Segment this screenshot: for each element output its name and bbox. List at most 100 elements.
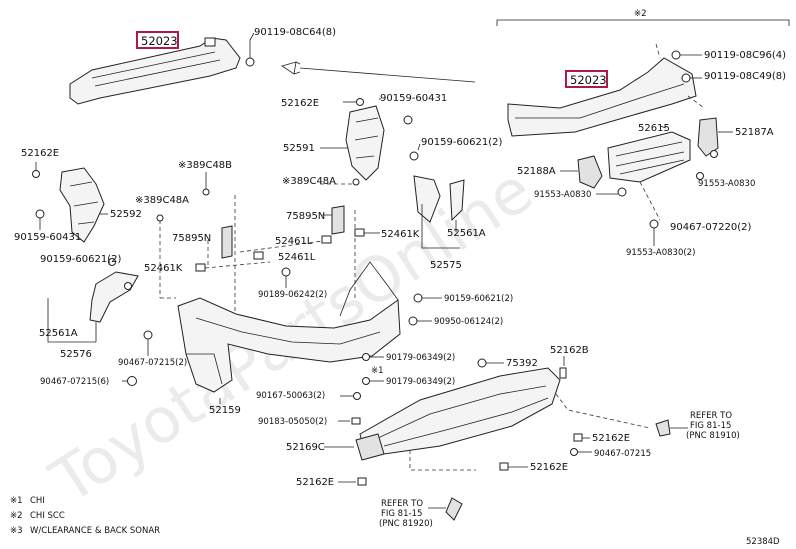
label-90179-06349-a[interactable]: 90179-06349(2) — [386, 353, 455, 363]
label-90159-60621-right[interactable]: 90159-60621(2) — [444, 294, 513, 304]
refer-right-line3[interactable]: (PNC 81910) — [686, 431, 740, 441]
label-90950-06124[interactable]: 90950-06124(2) — [434, 317, 503, 327]
clip-icon — [354, 228, 365, 237]
label-90159-60431-left[interactable]: 90159-60431 — [14, 232, 81, 243]
part-75895n-a[interactable] — [331, 205, 345, 235]
label-52575[interactable]: 52575 — [430, 260, 462, 271]
label-90159-60621-mid[interactable]: 90159-60621(2) — [421, 137, 502, 148]
bolt-icon — [649, 219, 659, 229]
bolt-icon — [127, 376, 137, 386]
bolt-icon — [617, 187, 627, 197]
bolt-icon — [353, 392, 361, 400]
label-52461l-b[interactable]: 52461L — [278, 252, 316, 263]
label-52187a[interactable]: 52187A — [735, 127, 774, 138]
bolt-icon — [124, 282, 132, 290]
part-52561a-left[interactable] — [89, 271, 139, 323]
bolt-icon — [108, 258, 116, 266]
label-52162e-top[interactable]: 52162E — [281, 98, 319, 109]
bolt-icon — [362, 377, 370, 385]
bolt-icon — [409, 151, 419, 161]
label-90183-05050[interactable]: 90183-05050(2) — [258, 417, 327, 427]
refer-right-line2[interactable]: FIG 81-15 — [690, 421, 731, 431]
bolt-icon — [32, 170, 40, 178]
clip-icon — [559, 367, 567, 379]
label-52615[interactable]: 52615 — [638, 123, 670, 134]
label-52576[interactable]: 52576 — [60, 349, 92, 360]
bolt-icon — [710, 150, 718, 158]
part-52592[interactable] — [59, 167, 105, 243]
label-75392[interactable]: 75392 — [506, 358, 538, 369]
refer-left-line2[interactable]: FIG 81-15 — [381, 509, 422, 519]
label-52592[interactable]: 52592 — [110, 209, 142, 220]
label-52023-left[interactable]: 52023 — [141, 34, 178, 48]
label-52169c[interactable]: 52169C — [286, 442, 325, 453]
part-52169c[interactable] — [355, 433, 385, 461]
bolt-icon — [35, 209, 45, 219]
label-90119-08c49[interactable]: 90119-08C49(8) — [704, 71, 786, 82]
clip-icon — [321, 235, 332, 244]
label-52461l-a[interactable]: 52461L — [275, 236, 313, 247]
part-52159-bumper-cover[interactable] — [177, 261, 401, 393]
clip-icon — [357, 477, 367, 486]
label-75895n-b[interactable]: 75895N — [172, 233, 211, 244]
label-52561a-right[interactable]: 52561A — [447, 228, 486, 239]
label-89c48a-left[interactable]: ※389C48A — [135, 195, 189, 206]
label-52162b[interactable]: 52162B — [550, 345, 589, 356]
label-89c48a-mid[interactable]: ※389C48A — [282, 176, 336, 187]
label-75895n-a[interactable]: 75895N — [286, 211, 325, 222]
highlight-52023-left — [136, 31, 179, 49]
refer-right-line1[interactable]: REFER TO — [690, 411, 732, 421]
bolt-icon — [413, 293, 423, 303]
label-52561a-left[interactable]: 52561A — [39, 328, 78, 339]
label-52162e-left[interactable]: 52162E — [21, 148, 59, 159]
part-52591[interactable] — [345, 105, 385, 181]
label-90119-08c96[interactable]: 90119-08C96(4) — [704, 50, 786, 61]
legend: ※1 CHI ※2 CHI SCC ※3 W/CLEARANCE & BACK … — [10, 496, 160, 536]
label-52162e-bottom[interactable]: 52162E — [296, 477, 334, 488]
label-52159[interactable]: 52159 — [209, 405, 241, 416]
clip-icon — [253, 251, 264, 260]
label-52188a[interactable]: 52188A — [517, 166, 556, 177]
label-89c48b[interactable]: ※389C48B — [178, 160, 232, 171]
legend-mark-2: ※2 — [10, 511, 23, 521]
label-52162e-br[interactable]: 52162E — [592, 433, 630, 444]
label-90189-06242[interactable]: 90189-06242(2) — [258, 290, 327, 300]
direction-arrow-icon — [281, 61, 297, 75]
label-90467-07215-b[interactable]: 90467-07215(6) — [40, 377, 109, 387]
legend-text-2: CHI SCC — [30, 511, 65, 521]
bolt-icon — [356, 98, 364, 106]
label-91553-a0830-a[interactable]: 91553-A0830 — [534, 190, 591, 200]
label-90119-08c64[interactable]: 90119-08C64(8) — [254, 27, 336, 38]
part-52188a[interactable] — [577, 155, 603, 189]
label-91553-a0830-c[interactable]: 91553-A0830(2) — [626, 248, 695, 258]
label-90167-50063[interactable]: 90167-50063(2) — [256, 391, 325, 401]
label-91553-a0830-b[interactable]: 91553-A0830 — [698, 179, 755, 189]
label-52461k-a[interactable]: 52461K — [144, 263, 183, 274]
label-90159-60431-top[interactable]: 90159-60431 — [380, 93, 447, 104]
label-52461k-b[interactable]: 52461K — [381, 229, 420, 240]
label-90467-07215-c[interactable]: 90467-07215 — [594, 449, 651, 459]
label-90467-07220[interactable]: 90467-07220(2) — [670, 222, 751, 233]
legend-text-1: CHI — [30, 496, 45, 506]
label-52162e-br2[interactable]: 52162E — [530, 462, 568, 473]
refer-left-line1[interactable]: REFER TO — [381, 499, 423, 509]
label-90159-60621-left[interactable]: 90159-60621(2) — [40, 254, 121, 265]
figure-code: 52384D — [746, 537, 780, 547]
legend-mark-3: ※3 — [10, 526, 23, 536]
bolt-icon — [570, 448, 578, 456]
part-52615[interactable] — [607, 131, 691, 183]
label-52023-right[interactable]: 52023 — [570, 73, 607, 87]
bolt-icon — [477, 358, 487, 368]
clip-icon — [351, 417, 361, 425]
label-mark1: ※1 — [371, 366, 384, 376]
legend-mark-1: ※1 — [10, 496, 23, 506]
label-52591[interactable]: 52591 — [283, 143, 315, 154]
label-90179-06349-b[interactable]: 90179-06349(2) — [386, 377, 455, 387]
label-90467-07215-a[interactable]: 90467-07215(2) — [118, 358, 187, 368]
part-52561a-right[interactable] — [413, 175, 465, 223]
refer-left-line3[interactable]: (PNC 81920) — [379, 519, 433, 529]
part-75895n-b[interactable] — [221, 225, 233, 259]
part-52023-left[interactable] — [69, 37, 241, 105]
part-52023-right[interactable] — [507, 43, 705, 137]
